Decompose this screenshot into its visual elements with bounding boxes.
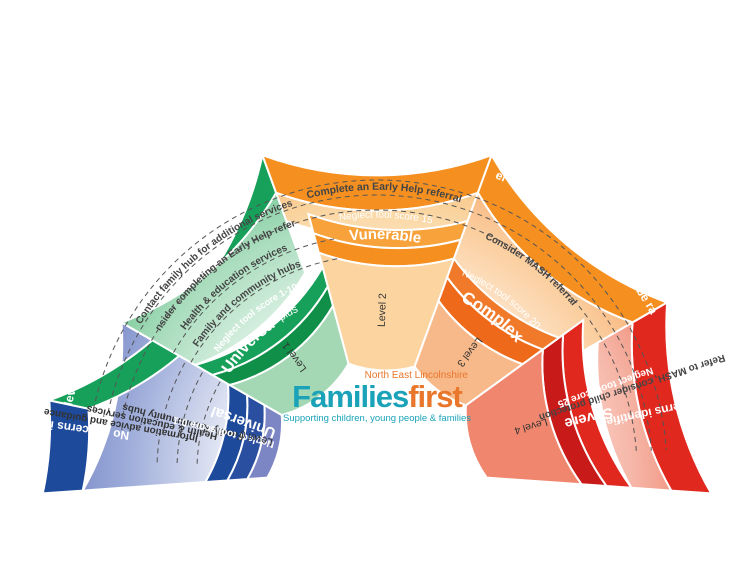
level-2-label: Level 2 [376,293,389,327]
families-first-logo: North East Lincolnshire Familiesfirst Su… [268,370,486,424]
referral-arrow-outer [122,209,637,452]
level3-level-zone [413,298,525,407]
referral-arrow-middle [190,257,340,363]
level0-level-zone [245,403,284,481]
level1-action-zone [119,190,307,367]
referral-arrow-inner [156,359,187,463]
logo-region: North East Lincolnshire [364,370,468,381]
category-level2: Vunerable [348,226,422,247]
level0-outer-band [41,399,91,495]
diagram-sectors [41,151,713,495]
referral-arrow-outer [107,194,652,451]
referral-arrow-middle [173,238,337,353]
level4-action-zone [596,320,674,492]
level1-level-zone [227,303,350,417]
logo-brand-part1: Families [292,379,409,414]
referral-arrow-inner [176,369,205,464]
level4-level-zone [464,347,584,486]
logo-brand: Familiesfirst [268,381,486,413]
logo-brand-part2: first [408,379,463,414]
outer-label-low-identified: Low level concerns identified [299,144,455,167]
referral-arrow-outer [92,179,667,450]
referral-arrows [92,179,667,464]
logo-tagline: Supporting children, young people & fami… [282,413,471,424]
level2-level-zone [317,251,456,372]
